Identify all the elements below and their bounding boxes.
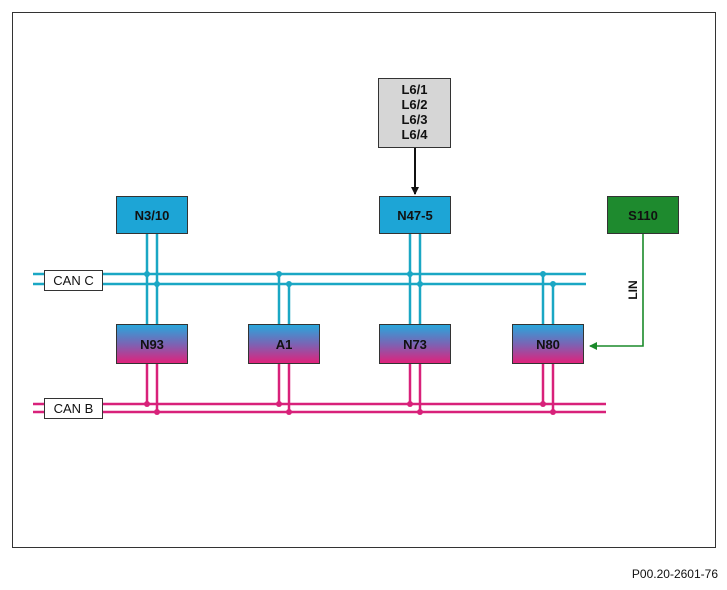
module-n73: N73 xyxy=(379,324,451,364)
module-a1: A1 xyxy=(248,324,320,364)
lin-line xyxy=(589,234,644,350)
can-c-label-text: CAN C xyxy=(53,273,93,288)
figure-reference: P00.20-2601-76 xyxy=(631,567,718,581)
can-b-label-text: CAN B xyxy=(54,401,94,416)
module-n93-label: N93 xyxy=(140,337,164,352)
switch-box: L6/1 L6/2 L6/3 L6/4 xyxy=(378,78,451,148)
can-b-label: CAN B xyxy=(44,398,103,419)
lin-label: LIN xyxy=(626,280,640,299)
switch-box-line-1: L6/1 xyxy=(401,82,427,97)
module-n47-5-label: N47-5 xyxy=(397,208,432,223)
can-c-bus xyxy=(33,272,586,286)
module-s110: S110 xyxy=(607,196,679,234)
switch-box-line-3: L6/3 xyxy=(401,112,427,127)
module-n3-10: N3/10 xyxy=(116,196,188,234)
switch-box-line-4: L6/4 xyxy=(401,127,428,142)
diagram-frame xyxy=(12,12,716,548)
switch-box-line-2: L6/2 xyxy=(401,97,427,112)
module-n80-label: N80 xyxy=(536,337,560,352)
can-c-label: CAN C xyxy=(44,270,103,291)
module-n93: N93 xyxy=(116,324,188,364)
module-a1-label: A1 xyxy=(276,337,293,352)
module-n80: N80 xyxy=(512,324,584,364)
can-c-stubs xyxy=(145,234,555,324)
can-c-junctions xyxy=(144,271,556,287)
can-b-junctions xyxy=(144,401,556,415)
module-n3-10-label: N3/10 xyxy=(135,208,170,223)
module-n73-label: N73 xyxy=(403,337,427,352)
module-n47-5: N47-5 xyxy=(379,196,451,234)
module-s110-label: S110 xyxy=(628,208,658,223)
can-b-stubs xyxy=(145,364,555,412)
can-b-bus xyxy=(33,402,606,414)
